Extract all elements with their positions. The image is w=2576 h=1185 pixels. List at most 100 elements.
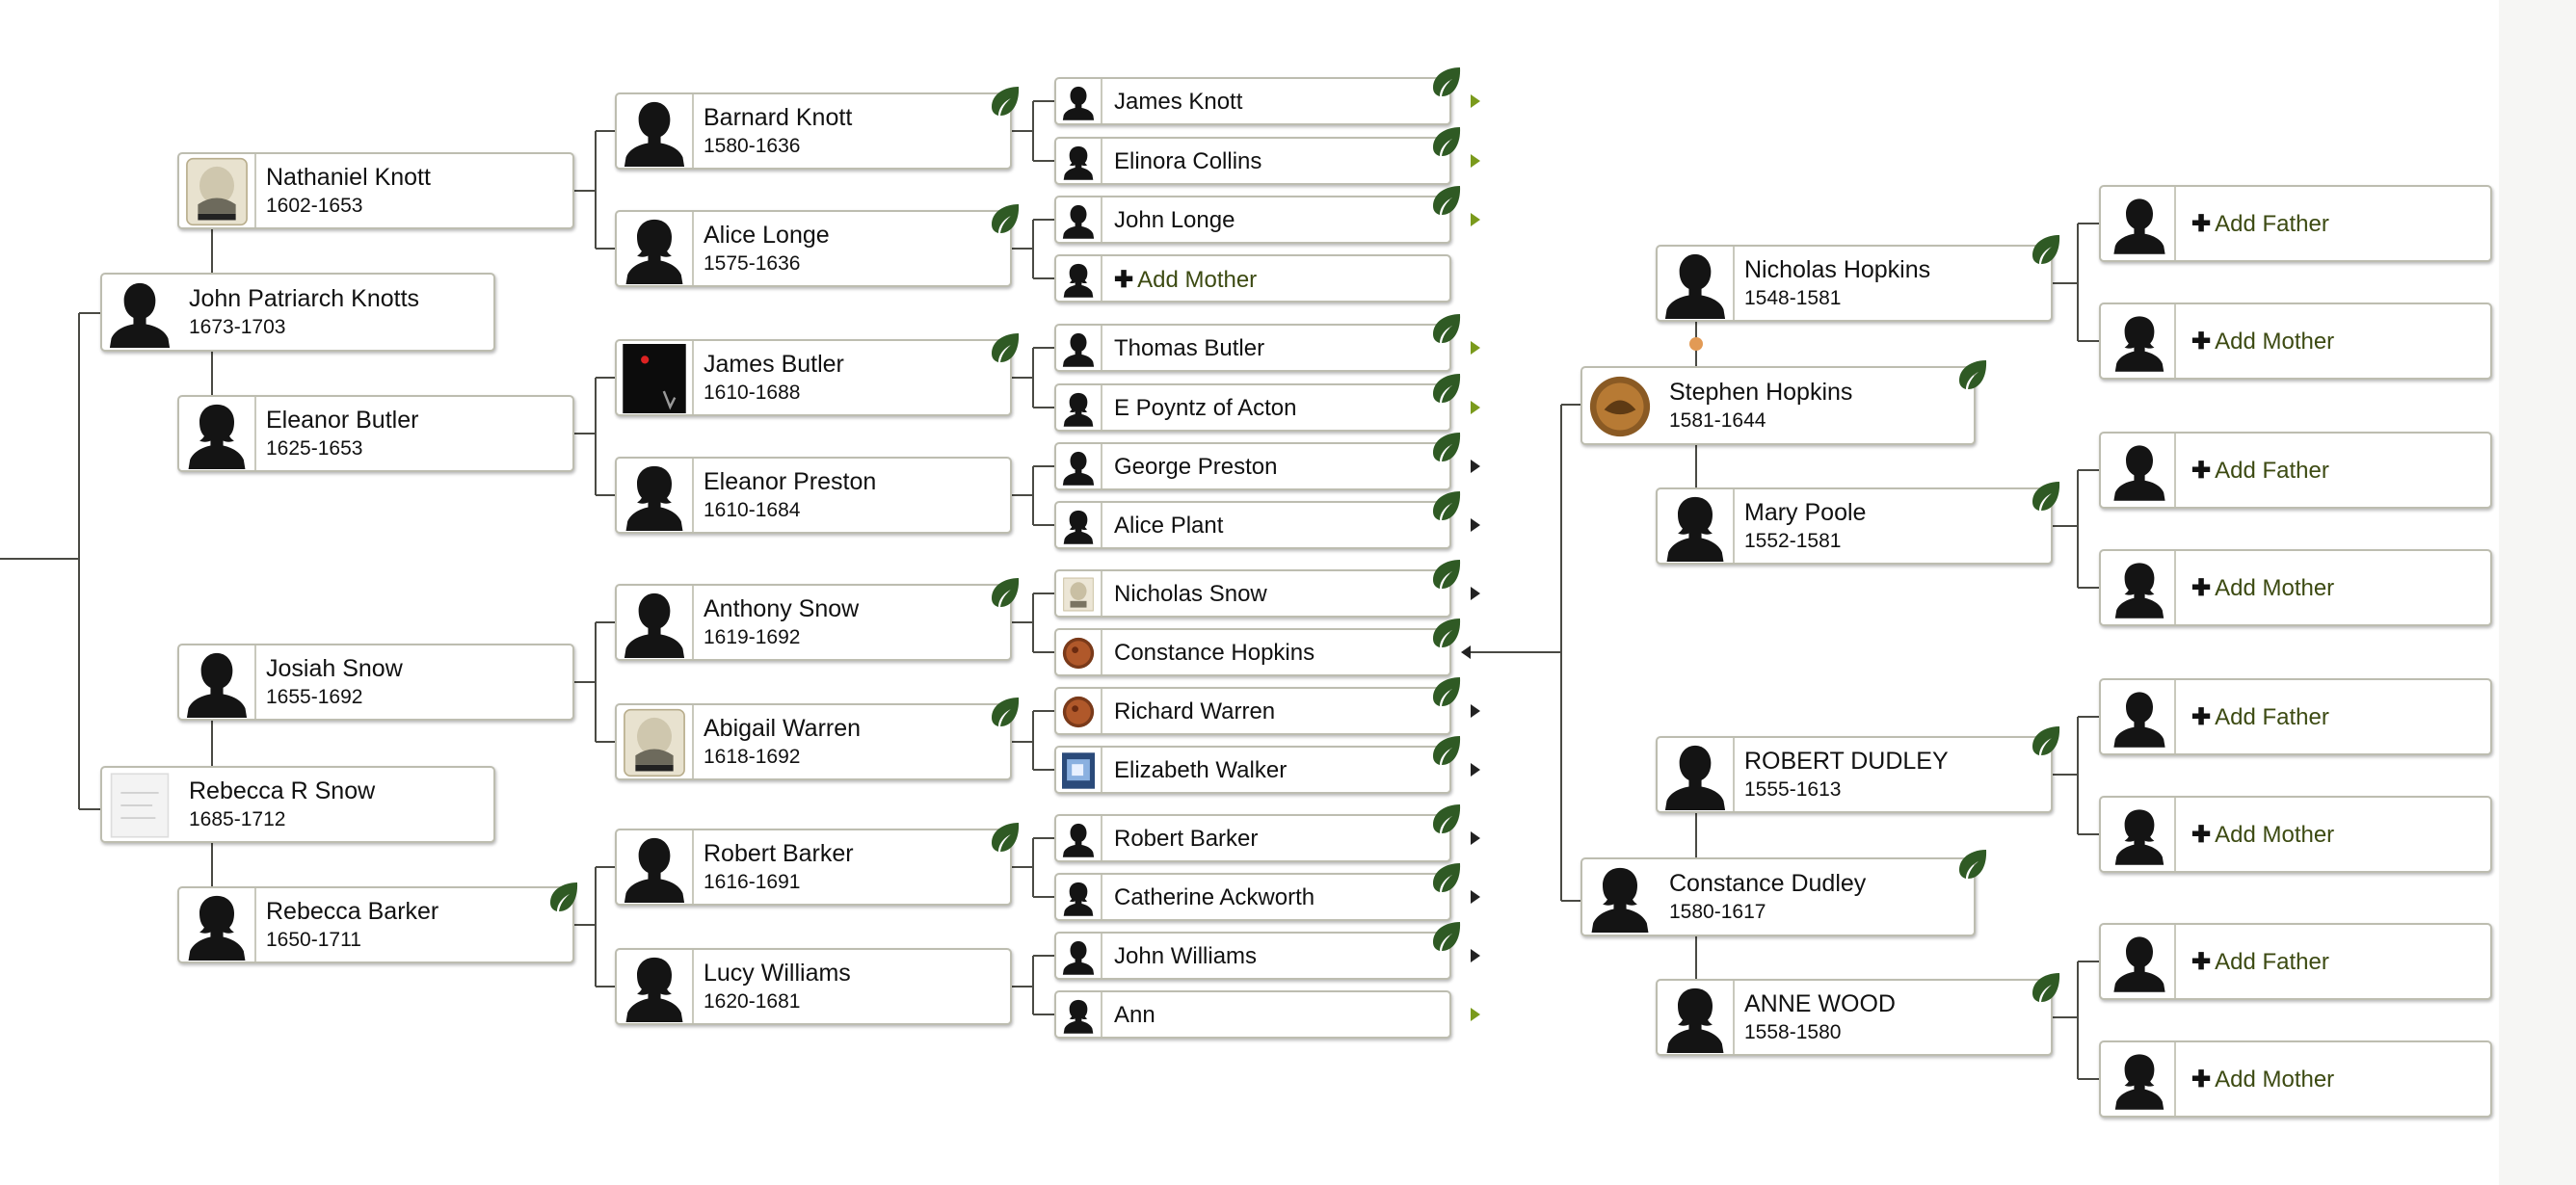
silhouette-male-icon — [2112, 688, 2166, 752]
person-card-gen4[interactable]: E Poyntz of Acton — [1054, 383, 1451, 432]
add-father-label: ✚Add Father — [2191, 948, 2329, 976]
hint-leaf-icon[interactable] — [1428, 859, 1465, 896]
person-card-gen4[interactable]: Catherine Ackworth — [1054, 873, 1451, 921]
expand-arrow-icon[interactable] — [1471, 94, 1480, 108]
person-dates: 1580-1617 — [1669, 901, 1766, 923]
hint-leaf-icon[interactable] — [987, 329, 1023, 366]
expand-arrow-icon[interactable] — [1471, 1008, 1480, 1021]
person-card-gen4[interactable]: Richard Warren — [1054, 687, 1451, 735]
hint-leaf-icon[interactable] — [987, 200, 1023, 237]
plus-icon: ✚ — [2191, 329, 2212, 355]
hint-leaf-icon[interactable] — [1428, 487, 1465, 524]
hint-leaf-icon[interactable] — [2028, 969, 2064, 1006]
person-card-gen4[interactable]: Nicholas Snow — [1054, 569, 1451, 618]
hint-leaf-icon[interactable] — [1428, 556, 1465, 592]
person-card-gen4[interactable]: John Williams — [1054, 932, 1451, 980]
relationship-icon[interactable] — [1689, 337, 1703, 351]
add-mother-button[interactable]: ✚Add Mother — [1054, 254, 1451, 303]
person-card-gen4[interactable]: Ann — [1054, 990, 1451, 1039]
hint-leaf-icon[interactable] — [987, 574, 1023, 611]
add-mother-button[interactable]: ✚Add Mother — [2099, 303, 2492, 380]
scroll-edge — [2499, 0, 2576, 1185]
hint-leaf-icon[interactable] — [1428, 123, 1465, 160]
hint-leaf-icon[interactable] — [545, 879, 582, 915]
expand-arrow-icon[interactable] — [1471, 401, 1480, 414]
add-mother-button[interactable]: ✚Add Mother — [2099, 549, 2492, 626]
add-mother-button[interactable]: ✚Add Mother — [2099, 796, 2492, 873]
card-divider — [2174, 304, 2176, 378]
person-card-gen4[interactable]: Alice Plant — [1054, 501, 1451, 549]
hint-leaf-icon[interactable] — [1428, 918, 1465, 955]
person-dates: 1575-1636 — [704, 252, 801, 275]
add-father-button[interactable]: ✚Add Father — [2099, 185, 2492, 262]
expand-arrow-icon[interactable] — [1471, 763, 1480, 777]
hint-leaf-icon[interactable] — [1428, 615, 1465, 651]
hint-leaf-icon[interactable] — [987, 819, 1023, 856]
person-card-gen4[interactable]: Robert Barker — [1054, 814, 1451, 862]
expand-arrow-icon[interactable] — [1471, 154, 1480, 168]
hint-leaf-icon[interactable] — [1428, 182, 1465, 219]
hint-leaf-icon[interactable] — [2028, 478, 2064, 514]
expand-arrow-icon[interactable] — [1471, 949, 1480, 962]
expand-arrow-icon[interactable] — [1471, 587, 1480, 600]
person-card-gen4[interactable]: George Preston — [1054, 442, 1451, 490]
plus-icon: ✚ — [2191, 949, 2212, 975]
expand-arrow-icon[interactable] — [1471, 890, 1480, 904]
hint-leaf-icon[interactable] — [1428, 64, 1465, 100]
hint-leaf-icon[interactable] — [1954, 356, 1991, 393]
add-father-button[interactable]: ✚Add Father — [2099, 432, 2492, 509]
expand-arrow-icon[interactable] — [1471, 518, 1480, 532]
add-father-button[interactable]: ✚Add Father — [2099, 923, 2492, 1000]
hint-leaf-icon[interactable] — [1954, 846, 1991, 882]
card-divider — [1101, 630, 1102, 674]
expand-arrow-icon[interactable] — [1471, 831, 1480, 845]
hint-leaf-icon[interactable] — [1428, 310, 1465, 347]
hint-leaf-icon[interactable] — [1428, 732, 1465, 769]
expand-arrow-icon[interactable] — [1471, 704, 1480, 718]
hint-leaf-icon[interactable] — [1428, 801, 1465, 837]
person-name: James Knott — [1114, 89, 1243, 115]
person-card-gen4[interactable]: Elizabeth Walker — [1054, 746, 1451, 794]
hint-leaf-icon[interactable] — [2028, 723, 2064, 759]
add-mother-button[interactable]: ✚Add Mother — [2099, 1040, 2492, 1118]
person-card-gen4[interactable]: Thomas Butler — [1054, 324, 1451, 372]
jump-to-tree-arrow-icon[interactable] — [1461, 645, 1471, 659]
hint-leaf-icon[interactable] — [1428, 370, 1465, 407]
add-father-label: ✚Add Father — [2191, 210, 2329, 238]
expand-arrow-icon[interactable] — [1471, 341, 1480, 355]
hint-leaf-icon[interactable] — [1428, 429, 1465, 465]
expand-arrow-icon[interactable] — [1471, 460, 1480, 473]
card-divider — [1101, 816, 1102, 860]
hint-leaf-icon[interactable] — [987, 83, 1023, 119]
add-father-button[interactable]: ✚Add Father — [2099, 678, 2492, 755]
hint-leaf-icon[interactable] — [1428, 673, 1465, 710]
person-card-gen4[interactable]: John Longe — [1054, 196, 1451, 244]
hint-leaf-icon[interactable] — [2028, 231, 2064, 268]
person-card-gen4[interactable]: Elinora Collins — [1054, 137, 1451, 185]
card-divider — [1101, 934, 1102, 978]
expand-arrow-icon[interactable] — [1471, 213, 1480, 226]
hint-leaf-icon[interactable] — [987, 694, 1023, 730]
person-card-gen4[interactable]: James Knott — [1054, 77, 1451, 125]
person-card-gen4[interactable]: Constance Hopkins — [1054, 628, 1451, 676]
